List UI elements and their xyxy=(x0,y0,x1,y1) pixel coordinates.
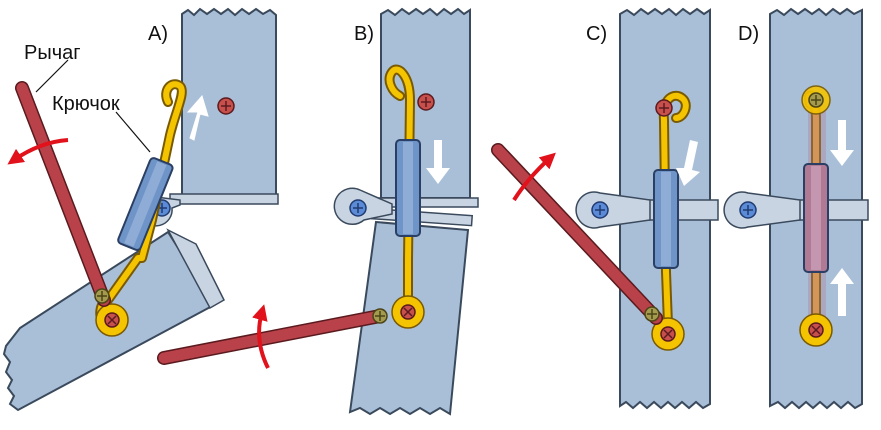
lever-c xyxy=(491,143,663,325)
down-arrow-b xyxy=(426,140,450,184)
sleeve-d xyxy=(803,163,829,273)
panel-d: D) xyxy=(723,7,869,410)
panel-label-d: D) xyxy=(738,23,759,45)
bracket-a xyxy=(166,228,225,310)
callout-line-lever xyxy=(35,59,69,93)
rotate-arrow-c xyxy=(512,152,556,202)
sleeve-b xyxy=(395,139,421,237)
lever-b xyxy=(157,309,387,365)
panel-label-a: A) xyxy=(148,23,168,45)
pivot-lug-d xyxy=(723,191,801,229)
panel-a: A) Рычаг Крючок xyxy=(2,7,279,412)
pivot-lug-c xyxy=(575,191,651,229)
callout-lever: Рычаг xyxy=(24,42,81,64)
down-arrow-c xyxy=(676,140,700,186)
sleeve-c xyxy=(653,169,679,269)
down-arrow-d xyxy=(830,120,854,166)
panel-c: C) xyxy=(491,7,719,410)
panel-label-c: C) xyxy=(586,23,607,45)
striker-plate-a xyxy=(169,193,279,205)
up-arrow-d xyxy=(830,268,854,316)
up-arrow-a xyxy=(186,94,209,141)
sleeve-a xyxy=(117,157,174,252)
callout-line-hook xyxy=(115,111,151,153)
rotate-arrow-a xyxy=(7,138,69,165)
panel-label-b: B) xyxy=(354,23,374,45)
panel-b: B) xyxy=(157,7,479,416)
callout-hook: Крючок xyxy=(52,93,120,115)
rotate-arrow-b xyxy=(252,304,270,369)
lever-a xyxy=(15,81,111,307)
